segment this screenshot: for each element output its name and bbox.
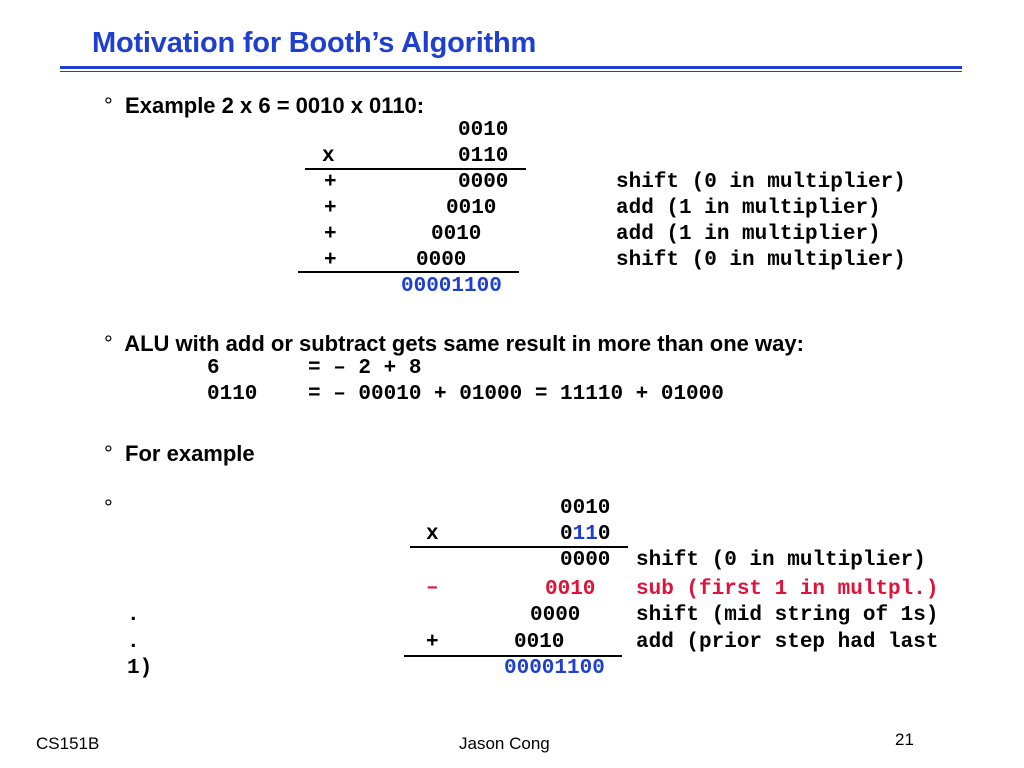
footer-page-number: 21: [895, 730, 914, 749]
ex2-multiplier-ones: 11: [572, 523, 598, 546]
ex2-row1-note: shift (0 in multiplier): [636, 549, 926, 572]
ex2-top-rule: [410, 546, 628, 548]
bullet-mark: °: [104, 93, 113, 118]
ex1-times-sign: x: [322, 145, 335, 168]
ex2-multiplicand: 0010: [560, 497, 611, 520]
ex1-row4-note: shift (0 in multiplier): [616, 249, 906, 272]
bullet-example-1: ° Example 2 x 6 = 0010 x 0110:: [104, 93, 424, 119]
title-rule: [60, 66, 962, 69]
ex1-row2-note: add (1 in multiplier): [616, 197, 881, 220]
ex2-row5-prefix: 1): [127, 657, 153, 680]
ex1-multiplicand: 0010: [458, 119, 509, 142]
ex1-top-rule: [305, 168, 526, 170]
ex1-row4-sign: +: [324, 249, 337, 272]
title-rule-thin: [60, 71, 962, 72]
ex1-row1-note: shift (0 in multiplier): [616, 171, 906, 194]
footer-course: CS151B: [36, 734, 100, 753]
alu-line1-left: 6: [207, 357, 220, 380]
ex2-row2-sign: –: [426, 577, 439, 600]
ex2-bottom-rule: [404, 655, 622, 657]
bullet-text: Example 2 x 6 = 0010 x 0110:: [125, 93, 425, 118]
ex2-result: 00001100: [504, 657, 605, 680]
ex2-row4-note: add (prior step had last: [636, 631, 939, 654]
bullet-for-example: ° For example: [104, 441, 255, 467]
ex2-multiplier-pre: 0: [560, 523, 573, 546]
ex2-row4-prefix: .: [127, 631, 140, 654]
alu-line2-left: 0110: [207, 383, 258, 406]
ex2-row2-note: sub (first 1 in multpl.): [636, 578, 939, 601]
ex1-result: 00001100: [401, 275, 502, 298]
ex2-row1-value: 0000: [560, 549, 611, 572]
ex2-row4-value: 0010: [514, 631, 565, 654]
bullet-text: ALU with add or subtract gets same resul…: [124, 331, 804, 356]
ex2-row4-sign: +: [426, 631, 439, 654]
ex1-row3-sign: +: [324, 223, 337, 246]
bullet-example-2: °: [104, 495, 113, 521]
ex1-row3-value: 0010: [431, 223, 482, 246]
ex1-row4-value: 0000: [416, 249, 467, 272]
bullet-alu: ° ALU with add or subtract gets same res…: [104, 331, 804, 357]
bullet-text: For example: [125, 441, 255, 466]
slide-title: Motivation for Booth’s Algorithm: [92, 27, 537, 59]
ex2-multiplier: 0110: [560, 523, 610, 546]
ex1-row1-value: 0000: [458, 171, 509, 194]
alu-line2-right: = – 00010 + 01000 = 11110 + 01000: [308, 383, 724, 406]
ex1-row2-sign: +: [324, 197, 337, 220]
alu-line1-right: = – 2 + 8: [308, 357, 422, 380]
bullet-mark: °: [104, 495, 113, 520]
ex1-bottom-rule: [298, 271, 519, 273]
ex2-multiplier-post: 0: [597, 523, 611, 546]
ex2-row3-value: 0000: [530, 604, 581, 627]
ex1-row1-sign: +: [324, 171, 337, 194]
ex2-row3-prefix: .: [127, 604, 140, 627]
ex2-row3-note: shift (mid string of 1s): [636, 604, 939, 627]
ex1-row2-value: 0010: [446, 197, 497, 220]
bullet-mark: °: [104, 441, 113, 466]
ex2-row2-value: 0010: [545, 578, 596, 601]
ex1-multiplier: 0110: [458, 145, 509, 168]
bullet-mark: °: [104, 331, 113, 356]
footer-author: Jason Cong: [459, 734, 550, 753]
ex1-row3-note: add (1 in multiplier): [616, 223, 881, 246]
ex2-times-sign: x: [426, 523, 439, 546]
